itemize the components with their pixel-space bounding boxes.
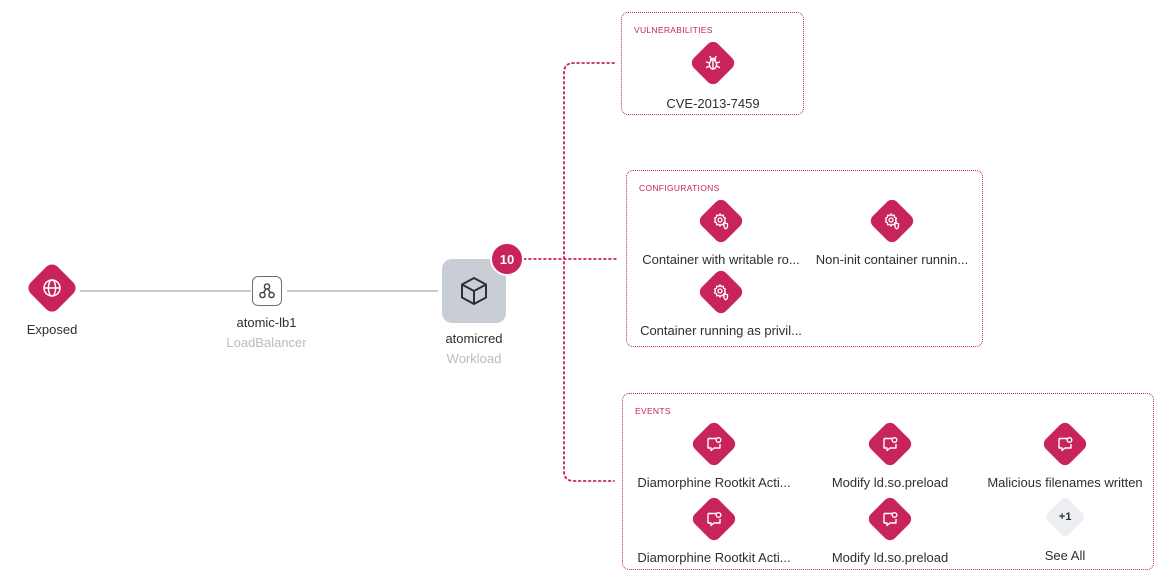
event-label: Modify ld.so.preload: [831, 475, 949, 490]
event-diamond: [689, 419, 739, 469]
events-title: EVENTS: [635, 406, 671, 416]
configurations-group: CONFIGURATIONS Container with writable r…: [626, 170, 983, 347]
load-balancer-node[interactable]: atomic-lb1 LoadBalancer: [219, 276, 314, 350]
configuration-label: Container running as privil...: [640, 323, 802, 338]
vulnerabilities-group: VULNERABILITIES CVE-2013-7459: [621, 12, 804, 115]
workload-type: Workload: [446, 351, 502, 366]
gear-shield-icon: [884, 212, 900, 230]
configurations-title: CONFIGURATIONS: [639, 183, 720, 193]
vulnerabilities-title: VULNERABILITIES: [634, 25, 713, 35]
vulnerability-label: CVE-2013-7459: [666, 96, 760, 111]
event-label: Diamorphine Rootkit Acti...: [637, 550, 791, 565]
event-label: Malicious filenames written: [987, 475, 1143, 490]
workload-label: atomicred: [445, 331, 503, 346]
configuration-diamond: [696, 267, 746, 317]
event-diamond: [689, 494, 739, 544]
exposed-node[interactable]: Exposed: [17, 261, 87, 337]
configuration-label: Non-init container runnin...: [815, 252, 969, 267]
configuration-item[interactable]: Container with writable ro...: [636, 196, 806, 267]
exposed-diamond: [25, 261, 79, 315]
event-diamond: [865, 419, 915, 469]
see-all-events-button[interactable]: +1 See All: [980, 495, 1150, 563]
event-label: Diamorphine Rootkit Acti...: [637, 475, 791, 490]
event-item[interactable]: Modify ld.so.preload: [805, 419, 975, 490]
load-balancer-label: atomic-lb1: [236, 315, 297, 330]
event-diamond: [1040, 419, 1090, 469]
load-balancer-icon: [251, 276, 282, 306]
configuration-diamond: [867, 196, 917, 246]
vulnerability-diamond: [688, 38, 738, 88]
alert-message-icon: [883, 437, 898, 452]
alert-message-icon: [707, 512, 722, 527]
more-count-diamond: +1: [1043, 495, 1087, 539]
gear-shield-icon: [713, 212, 729, 230]
event-label: Modify ld.so.preload: [831, 550, 949, 565]
exposed-label: Exposed: [26, 322, 78, 337]
alert-message-icon: [883, 512, 898, 527]
see-all-label: See All: [1044, 548, 1086, 563]
globe-icon: [43, 279, 61, 297]
configuration-diamond: [696, 196, 746, 246]
configuration-item[interactable]: Non-init container runnin...: [807, 196, 977, 267]
event-item[interactable]: Malicious filenames written: [980, 419, 1150, 490]
event-item[interactable]: Diamorphine Rootkit Acti...: [629, 419, 799, 490]
alert-message-icon: [707, 437, 722, 452]
configuration-label: Container with writable ro...: [642, 252, 800, 267]
event-item[interactable]: Modify ld.so.preload: [805, 494, 975, 565]
more-count: +1: [1058, 510, 1072, 523]
edge-workload-groups: [523, 62, 619, 482]
gear-shield-icon: [713, 283, 729, 301]
events-group: EVENTS Diamorphine Rootkit Acti... Modif…: [622, 393, 1154, 570]
load-balancer-type: LoadBalancer: [226, 335, 307, 350]
configuration-item[interactable]: Container running as privil...: [636, 267, 806, 338]
vulnerability-item[interactable]: CVE-2013-7459: [628, 38, 798, 111]
finding-count-badge[interactable]: 10: [490, 242, 524, 276]
bug-icon: [705, 55, 721, 70]
event-item[interactable]: Diamorphine Rootkit Acti...: [629, 494, 799, 565]
event-diamond: [865, 494, 915, 544]
cube-icon: [461, 277, 487, 305]
alert-message-icon: [1058, 437, 1073, 452]
